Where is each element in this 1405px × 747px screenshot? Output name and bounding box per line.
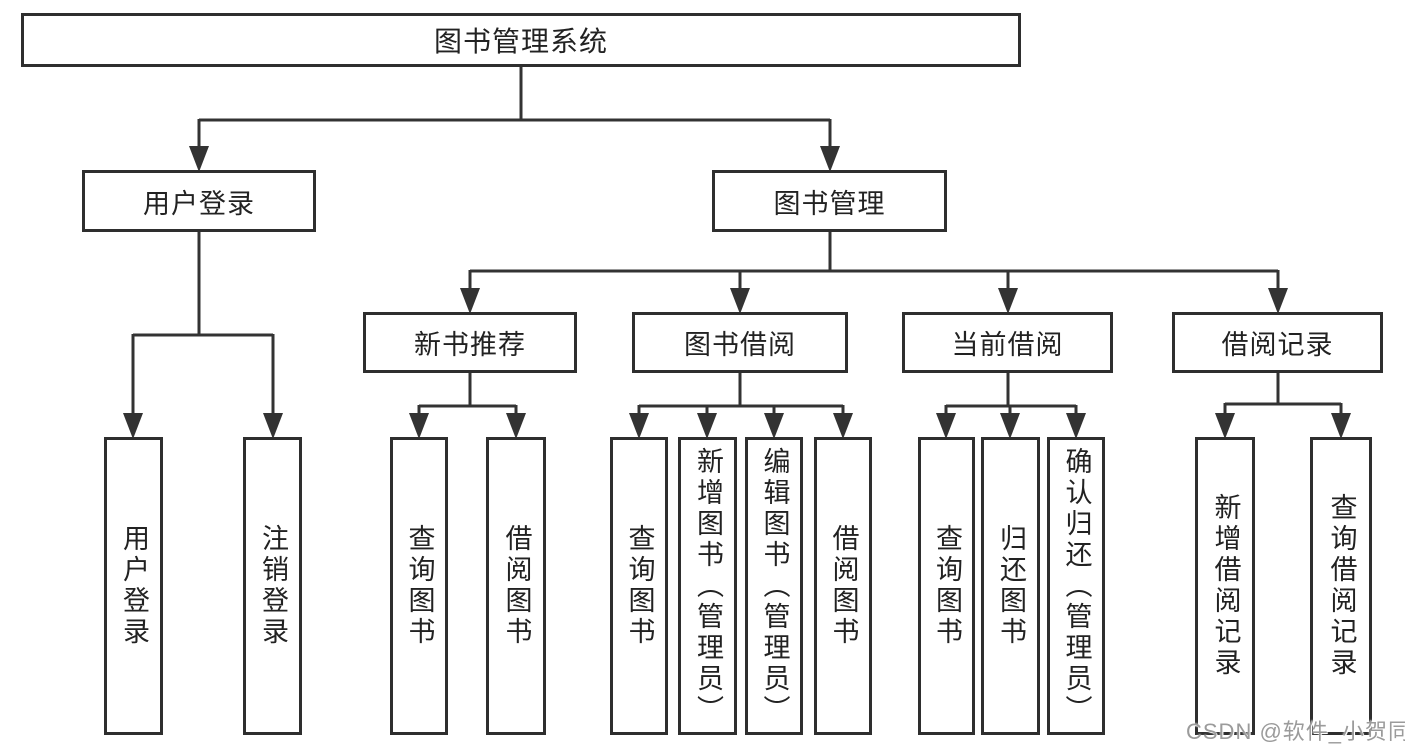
node-label: 注销登录 [258, 524, 288, 648]
node-new-book-recommend: 新书推荐 [363, 312, 577, 373]
connector-new-book-recommend-to-leaves [417, 373, 518, 433]
leaf-logout-login: 注销登录 [243, 437, 302, 735]
node-borrowing-records: 借阅记录 [1172, 312, 1383, 373]
node-label: 查询图书 [624, 524, 655, 648]
leaf-user-login: 用户登录 [104, 437, 163, 735]
leaf-add-borrow-record: 新增借阅记录 [1195, 437, 1255, 735]
node-book-borrowing: 图书借阅 [632, 312, 848, 373]
connector-root-to-branches [197, 67, 832, 166]
node-label: 用户登录 [119, 524, 149, 648]
node-label: 借阅图书 [828, 524, 859, 648]
leaf-borrow-books-borrowing: 借阅图书 [814, 437, 872, 735]
leaf-query-books-current: 查询图书 [918, 437, 975, 735]
leaf-borrow-books-recommend: 借阅图书 [486, 437, 546, 735]
leaf-query-books-borrowing: 查询图书 [610, 437, 668, 735]
leaf-query-books-recommend: 查询图书 [390, 437, 448, 735]
node-label: 编辑图书（管理员） [759, 446, 790, 726]
leaf-add-books-admin: 新增图书（管理员） [678, 437, 737, 735]
node-label: 图书管理 [773, 188, 886, 219]
leaf-query-borrow-record: 查询借阅记录 [1310, 437, 1372, 735]
node-label: 查询图书 [404, 524, 435, 648]
leaf-return-books: 归还图书 [981, 437, 1040, 735]
leaf-confirm-return-admin: 确认归还（管理员） [1047, 437, 1105, 735]
node-label: 借阅图书 [501, 524, 532, 648]
connector-user-login-to-leaves [131, 232, 275, 433]
node-label: 图书借阅 [684, 330, 796, 360]
node-book-management-branch: 图书管理 [712, 170, 947, 232]
arrowhead-icons [123, 146, 1351, 439]
node-label: 借阅记录 [1221, 330, 1334, 360]
csdn-watermark: CSDN @软件_小贺同学 [1186, 719, 1405, 744]
leaf-edit-books-admin: 编辑图书（管理员） [745, 437, 803, 735]
node-label: 图书管理系统 [433, 26, 608, 57]
node-label: 用户登录 [143, 188, 255, 219]
connector-book-management-to-modules [468, 232, 1280, 308]
node-label: 归还图书 [996, 524, 1026, 648]
node-label: 新增图书（管理员） [693, 446, 723, 726]
node-label: 当前借阅 [951, 330, 1064, 360]
node-label: 确认归还（管理员） [1061, 446, 1092, 726]
node-user-login-branch: 用户登录 [82, 170, 316, 232]
connector-borrowing-records-to-leaves [1223, 373, 1343, 433]
node-label: 新书推荐 [414, 330, 526, 360]
node-library-management-system: 图书管理系统 [21, 13, 1021, 67]
node-label: 查询图书 [932, 524, 962, 648]
node-label: 新增借阅记录 [1210, 493, 1241, 679]
node-current-borrowing: 当前借阅 [902, 312, 1113, 373]
node-label: 查询借阅记录 [1326, 493, 1357, 679]
connector-book-borrowing-to-leaves [637, 373, 845, 433]
